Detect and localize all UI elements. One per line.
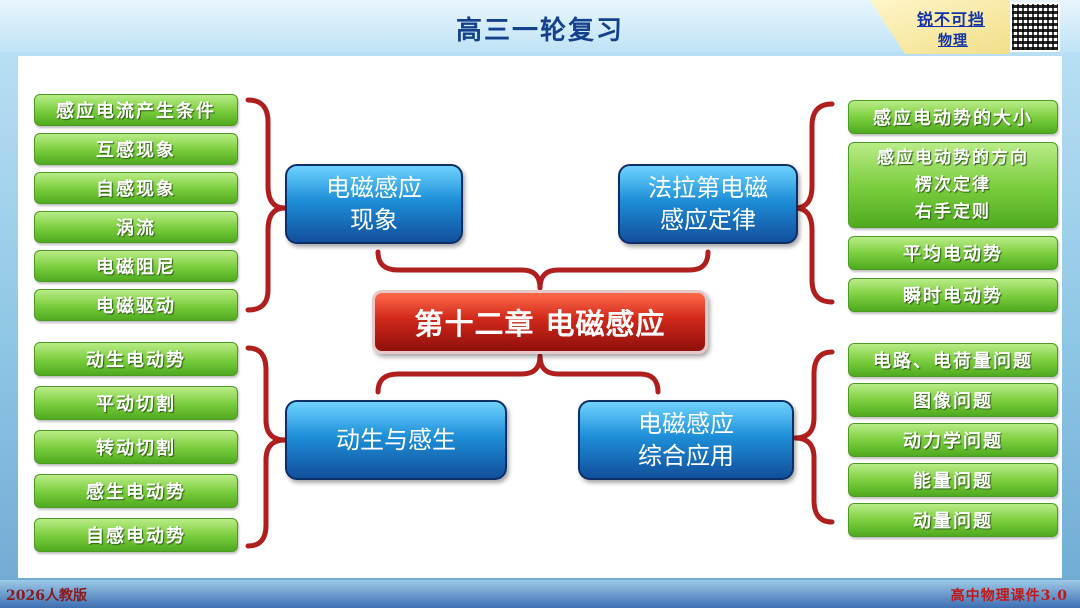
category-em-induction-phenomenon: 电磁感应 现象: [285, 164, 463, 244]
qr-code-icon: [1010, 2, 1060, 52]
footer-right: 高中物理课件3.0: [950, 588, 1068, 604]
connector-bottom: [375, 353, 661, 395]
bracket-left-bottom: [245, 345, 288, 549]
brand-top: 锐不可挡: [917, 10, 986, 29]
item-energy-problems: 能量问题: [848, 463, 1058, 497]
item-self-induction: 自感现象: [34, 172, 238, 204]
bracket-left-top: [245, 97, 288, 313]
category-line: 电磁感应: [326, 174, 422, 202]
page-title: 高三一轮复习: [455, 16, 624, 46]
item-graph-problems: 图像问题: [848, 383, 1058, 417]
item-induction-current-condition: 感应电流产生条件: [34, 94, 238, 126]
item-self-induced-emf: 自感电动势: [34, 518, 238, 552]
category-line: 法拉第电磁: [648, 174, 768, 202]
bracket-right-top: [792, 101, 835, 305]
bracket-right-bottom: [792, 349, 835, 525]
category-line: 动生与感生: [336, 426, 456, 454]
footer-bar: [0, 580, 1080, 608]
category-line: 现象: [350, 206, 398, 234]
item-motional-emf: 动生电动势: [34, 342, 238, 376]
item-induced-emf: 感生电动势: [34, 474, 238, 508]
brand-bottom: 物理: [938, 33, 968, 49]
item-momentum-problems: 动量问题: [848, 503, 1058, 537]
item-mutual-induction: 互感现象: [34, 133, 238, 165]
item-emf-magnitude: 感应电动势的大小: [848, 100, 1058, 134]
category-line: 电磁感应: [638, 410, 734, 438]
item-instant-emf: 瞬时电动势: [848, 278, 1058, 312]
item-eddy-current: 涡流: [34, 211, 238, 243]
center-topic: 第十二章 电磁感应: [372, 290, 708, 354]
item-rotation-cutting: 转动切割: [34, 430, 238, 464]
category-motional-and-induced: 动生与感生: [285, 400, 507, 480]
item-average-emf: 平均电动势: [848, 236, 1058, 270]
category-line: 综合应用: [638, 442, 734, 470]
footer-left: 2026人教版: [6, 588, 87, 604]
item-em-drive: 电磁驱动: [34, 289, 238, 321]
item-circuit-charge: 电路、电荷量问题: [848, 343, 1058, 377]
connector-top: [375, 249, 711, 291]
category-faraday-law: 法拉第电磁 感应定律: [618, 164, 798, 244]
item-em-damping: 电磁阻尼: [34, 250, 238, 282]
item-translation-cutting: 平动切割: [34, 386, 238, 420]
category-comprehensive-application: 电磁感应 综合应用: [578, 400, 794, 480]
item-emf-direction: 感应电动势的方向 楞次定律 右手定则: [848, 142, 1058, 228]
category-line: 感应定律: [660, 206, 756, 234]
item-dynamics-problems: 动力学问题: [848, 423, 1058, 457]
